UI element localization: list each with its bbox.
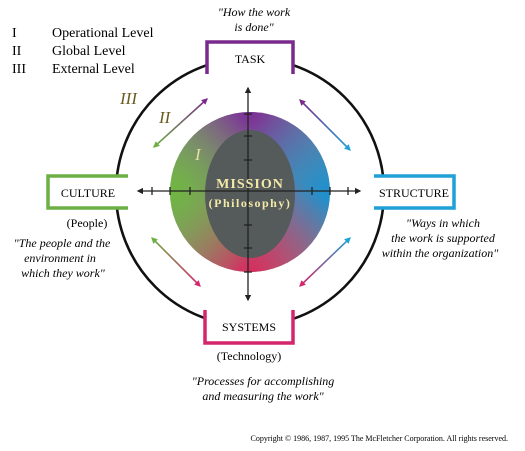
legend-numeral: III	[12, 62, 26, 77]
task-quote-line: is done"	[234, 20, 274, 34]
structure-quote-line: "Ways in which	[406, 216, 480, 230]
culture-quote-line: which they work"	[21, 266, 106, 280]
mission-title: MISSION	[216, 177, 284, 192]
systems-quote-line: "Processes for accomplishing	[192, 374, 335, 388]
systems-sub: (Technology)	[217, 349, 281, 363]
systems-label: SYSTEMS	[222, 320, 276, 334]
mission-subtitle: (Philosophy)	[209, 196, 292, 210]
level-marker-operational: I	[194, 145, 202, 164]
culture-quote-line: environment in	[24, 251, 96, 265]
arrow-culture-task	[153, 98, 208, 148]
legend-label: Global Level	[52, 44, 126, 59]
axis-lines	[136, 86, 362, 302]
legend-label: External Level	[52, 62, 135, 77]
legend-numeral: II	[12, 44, 22, 59]
culture-quote-line: "The people and the	[14, 236, 111, 250]
level-marker-global: II	[158, 108, 172, 127]
culture-sub: (People)	[67, 216, 108, 230]
arrow-systems-structure	[299, 237, 351, 287]
arrow-culture-systems	[151, 237, 201, 287]
diagonal-arrows	[151, 98, 351, 287]
task-box: TASK	[205, 40, 295, 74]
structure-label: STRUCTURE	[379, 186, 449, 200]
task-quote-line: "How the work	[218, 5, 291, 19]
mission-core	[205, 130, 295, 258]
systems-box: SYSTEMS	[203, 310, 295, 345]
structure-box: STRUCTURE	[374, 174, 456, 210]
legend-numeral: I	[12, 26, 17, 41]
copyright-notice: Copyright © 1986, 1987, 1995 The McFletc…	[251, 434, 508, 443]
systems-quote-line: and measuring the work"	[202, 389, 324, 403]
level-marker-external: III	[119, 89, 138, 108]
arrow-task-structure	[299, 99, 351, 151]
task-label: TASK	[235, 52, 266, 66]
legend-label: Operational Level	[52, 26, 154, 41]
culture-label: CULTURE	[61, 186, 115, 200]
level-legend: I Operational Level II Global Level III …	[12, 26, 154, 77]
culture-box: CULTURE	[46, 174, 128, 210]
structure-quote-line: within the organization"	[382, 246, 500, 260]
structure-quote-line: the work is supported	[391, 231, 496, 245]
